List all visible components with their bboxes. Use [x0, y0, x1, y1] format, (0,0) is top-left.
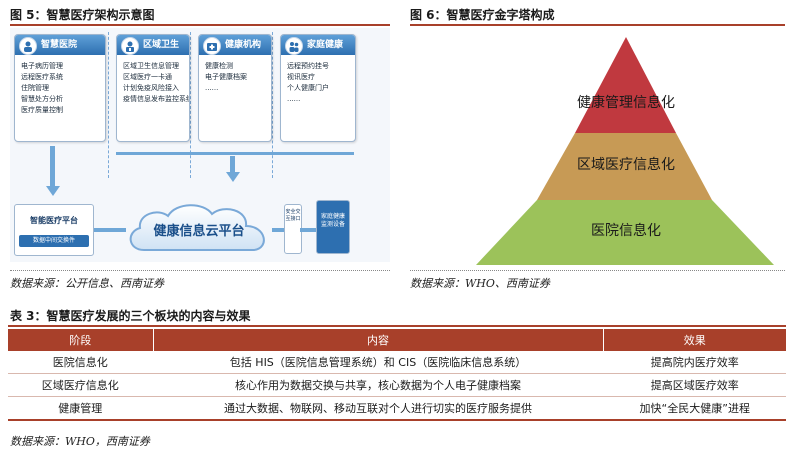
table3-title: 表 3：智慧医疗发展的三个板块的内容与效果 — [10, 309, 251, 323]
card-item: 医疗质量控制 — [21, 106, 63, 114]
table-cell: 提高院内医疗效率 — [602, 351, 786, 374]
home-monitor-label: 家庭健康监测设备 — [320, 213, 345, 228]
column-header: 阶段 — [8, 329, 153, 351]
smart-medical-platform: 智能医疗平台 数据中间交换件 — [14, 204, 94, 256]
card-item: 健康检测 — [205, 62, 233, 70]
card-item: 个人健康门户 — [287, 84, 329, 92]
family-icon — [285, 37, 303, 55]
pyramid-label-top: 健康管理信息化 — [577, 95, 675, 111]
table-cell: 区域医疗信息化 — [8, 373, 153, 397]
diagram-separator — [272, 32, 273, 178]
platform-title: 智能医疗平台 — [30, 216, 78, 225]
card-smart-hospital: 智慧医院 电子病历管理 远程医疗系统 住院管理 智慧处方分析 医疗质量控制 — [14, 34, 106, 142]
fig6-title-rule — [410, 24, 785, 26]
health-worker-icon — [121, 37, 139, 55]
card-item: 疫情信息发布监控系统 — [123, 95, 190, 103]
connector-line — [94, 228, 126, 232]
card-item: 住院管理 — [21, 84, 49, 92]
table-cell: 通过大数据、物联网、移动互联对个人进行切实的医疗服务提供 — [152, 396, 603, 421]
pyramid-chart — [476, 37, 774, 265]
card-header: 智慧医院 — [15, 35, 105, 55]
cloud-icon — [129, 204, 265, 251]
card-title: 智慧医院 — [41, 40, 78, 50]
fig6-source: 数据来源：WHO、西南证券 — [410, 277, 550, 290]
card-item: 区域医疗一卡通 — [123, 73, 172, 81]
fig6-title: 图 6：智慧医疗金字塔构成 — [410, 8, 555, 22]
pyramid-level-middle — [537, 133, 712, 200]
pyramid-label-bottom: 医院信息化 — [591, 223, 661, 239]
card-item: 远程预约挂号 — [287, 62, 329, 70]
card-title: 家庭健康 — [307, 40, 344, 50]
cloud-platform-label: 健康信息云平台 — [153, 224, 245, 239]
arrow-shaft — [230, 156, 235, 174]
card-item: 视讯医疗 — [287, 73, 315, 81]
card-item: 远程医疗系统 — [21, 73, 63, 81]
diagram-separator — [108, 32, 109, 178]
card-header: 健康机构 — [199, 35, 271, 55]
table-cell: 包括 HIS（医院信息管理系统）和 CIS（医院临床信息系统） — [152, 351, 603, 374]
card-health-institution: 健康机构 健康检测 电子健康档案 ...... — [198, 34, 272, 142]
card-item: 电子病历管理 — [21, 62, 63, 70]
card-regional-health: 区域卫生 区域卫生信息管理 区域医疗一卡通 计划免疫风险接入 疫情信息发布监控系… — [116, 34, 190, 142]
fig5-source: 数据来源：公开信息、西南证券 — [10, 277, 164, 290]
table3-title-rule — [8, 325, 786, 327]
table-row: 健康管理 通过大数据、物联网、移动互联对个人进行切实的医疗服务提供 加快“全民大… — [8, 396, 786, 421]
card-header: 家庭健康 — [281, 35, 355, 55]
card-header: 区域卫生 — [117, 35, 189, 55]
table-cell: 核心作用为数据交换与共享，核心数据为个人电子健康档案 — [152, 373, 603, 397]
table-cell: 健康管理 — [8, 396, 153, 421]
arrow-shaft — [50, 146, 55, 188]
table-header-row: 阶段 内容 效果 — [8, 329, 786, 351]
architecture-diagram: 智慧医院 电子病历管理 远程医疗系统 住院管理 智慧处方分析 医疗质量控制 区域… — [10, 28, 390, 262]
arrow-down-icon — [226, 172, 240, 182]
connector-line — [116, 152, 354, 155]
card-title: 健康机构 — [225, 40, 262, 50]
pyramid-level-top — [575, 37, 676, 133]
platform-middleware-bar: 数据中间交换件 — [19, 235, 89, 247]
table-cell: 加快“全民大健康”进程 — [602, 396, 786, 421]
connector-line — [300, 228, 316, 232]
column-header: 效果 — [602, 329, 786, 351]
arrow-down-icon — [46, 186, 60, 196]
secure-interface-label: 安全交互接口 — [285, 209, 301, 222]
doctor-icon — [19, 37, 37, 55]
table3-source: 数据来源：WHO，西南证券 — [10, 435, 150, 448]
table-row: 医院信息化 包括 HIS（医院信息管理系统）和 CIS（医院临床信息系统） 提高… — [8, 351, 786, 374]
table3: 阶段 内容 效果 医院信息化 包括 HIS（医院信息管理系统）和 CIS（医院临… — [8, 329, 786, 421]
table-row: 区域医疗信息化 核心作用为数据交换与共享，核心数据为个人电子健康档案 提高区域医… — [8, 373, 786, 397]
column-header: 内容 — [152, 329, 603, 351]
fig6-bottom-rule — [410, 270, 785, 271]
fig5-title-rule — [10, 24, 390, 26]
diagram-separator — [190, 32, 191, 178]
fig5-bottom-rule — [10, 270, 390, 271]
card-item: ...... — [287, 95, 301, 103]
card-item: ...... — [205, 84, 219, 92]
card-item: 电子健康档案 — [205, 73, 247, 81]
pyramid-level-bottom — [476, 200, 774, 265]
home-monitor-box: 家庭健康监测设备 — [316, 200, 350, 254]
card-item: 区域卫生信息管理 — [123, 62, 179, 70]
card-family-health: 家庭健康 远程预约挂号 视讯医疗 个人健康门户 ...... — [280, 34, 356, 142]
medical-kit-icon — [203, 37, 221, 55]
table-cell: 医院信息化 — [8, 351, 153, 374]
card-item: 智慧处方分析 — [21, 95, 63, 103]
health-cloud-platform: 健康信息云平台 — [124, 198, 274, 260]
pyramid-label-middle: 区域医疗信息化 — [577, 157, 675, 173]
card-item: 计划免疫风险接入 — [123, 84, 179, 92]
connector-line — [272, 228, 284, 232]
table-cell: 提高区域医疗效率 — [602, 373, 786, 397]
fig5-title: 图 5：智慧医疗架构示意图 — [10, 8, 155, 22]
card-title: 区域卫生 — [143, 40, 180, 50]
